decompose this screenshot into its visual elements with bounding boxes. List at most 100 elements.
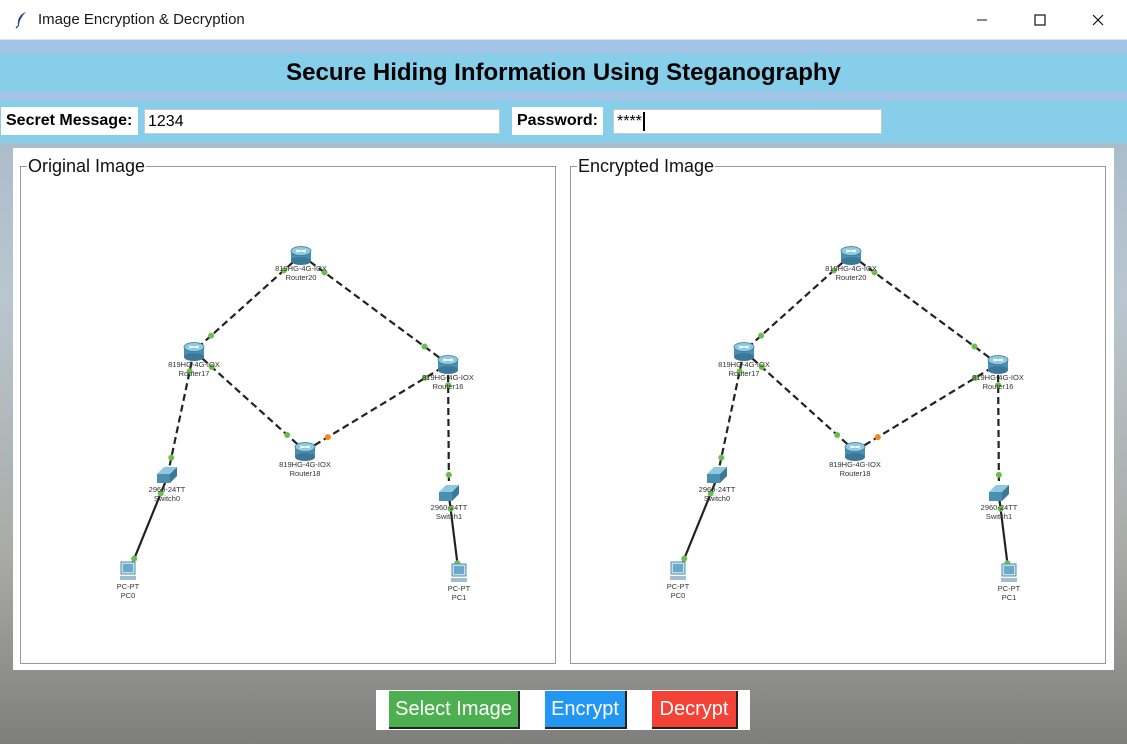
- device-model-label: PC-PT: [998, 584, 1021, 593]
- maximize-button[interactable]: [1011, 0, 1069, 40]
- device-name-label: Router20: [836, 273, 867, 282]
- maximize-icon: [1034, 14, 1046, 26]
- router-icon: [840, 246, 862, 265]
- encrypted-image[interactable]: 819HG-4G-IOXRouter20819HG-4G-IOXRouter17…: [571, 167, 1105, 663]
- link-status-ok-icon: [321, 269, 328, 276]
- router-icon: [290, 246, 312, 265]
- input-row: Secret Message: 1234 Password: ****: [0, 101, 1127, 143]
- link-status-ok-icon: [157, 490, 164, 497]
- device-model-label: 819HG-4G-IOX: [279, 460, 331, 469]
- pc-icon: [120, 561, 136, 580]
- encrypt-button[interactable]: Encrypt: [545, 691, 627, 729]
- device-model-label: PC-PT: [667, 582, 690, 591]
- link-status-ok-icon: [758, 332, 765, 339]
- link-status-ok-icon: [208, 364, 215, 370]
- link-line: [300, 254, 449, 365]
- link-status-ok-icon: [971, 343, 978, 350]
- link-status-ok-icon: [422, 374, 429, 381]
- link-status-ok-icon: [972, 374, 979, 381]
- device-model-label: 819HG-4G-IOX: [829, 460, 881, 469]
- pc-icon: [670, 561, 686, 580]
- close-button[interactable]: [1069, 0, 1127, 40]
- select-image-button[interactable]: Select Image: [389, 691, 520, 729]
- device-name-label: PC1: [1002, 593, 1017, 602]
- link-status-ok-icon: [445, 382, 452, 389]
- device-name-label: Switch1: [436, 512, 462, 521]
- link-line: [850, 254, 999, 365]
- link-status-ok-icon: [421, 343, 428, 350]
- link-status-ok-icon: [186, 368, 193, 375]
- switch-icon: [707, 467, 727, 483]
- window-title: Image Encryption & Decryption: [38, 11, 245, 28]
- device-name-label: Router18: [840, 469, 871, 478]
- link-status-ok-icon: [168, 454, 175, 461]
- original-image[interactable]: 819HG-4G-IOXRouter20819HG-4G-IOXRouter17…: [21, 167, 555, 663]
- router-icon: [844, 442, 866, 461]
- link-status-ok-icon: [718, 454, 725, 461]
- device-name-label: Router17: [179, 369, 210, 378]
- router-icon: [733, 342, 755, 361]
- link-status-ok-icon: [758, 364, 765, 370]
- link-status-ok-icon: [997, 505, 1004, 512]
- device-name-label: Switch0: [154, 494, 180, 503]
- link-status-ok-icon: [280, 267, 287, 274]
- button-bar: Select Image Encrypt Decrypt: [376, 690, 750, 730]
- page-title: Secure Hiding Information Using Steganog…: [286, 58, 841, 86]
- password-label: Password:: [512, 107, 603, 135]
- device-name-label: Router18: [290, 469, 321, 478]
- device-model-label: 2960-24TT: [149, 485, 186, 494]
- link-status-ok-icon: [871, 269, 878, 276]
- link-status-ok-icon: [445, 471, 452, 478]
- device-model-label: 819HG-4G-IOX: [972, 373, 1024, 382]
- password-value: ****: [617, 112, 642, 130]
- device-model-label: PC-PT: [448, 584, 471, 593]
- router-icon: [987, 355, 1009, 374]
- router-icon: [437, 355, 459, 374]
- link-status-ok-icon: [995, 382, 1002, 389]
- close-icon: [1092, 14, 1104, 26]
- device-model-label: 819HG-4G-IOX: [825, 264, 877, 273]
- link-status-ok-icon: [736, 368, 743, 375]
- device-model-label: 819HG-4G-IOX: [275, 264, 327, 273]
- router-icon: [183, 342, 205, 361]
- device-name-label: PC0: [121, 591, 136, 600]
- device-model-label: 2960-24TT: [699, 485, 736, 494]
- device-name-label: Router20: [286, 273, 317, 282]
- device-name-label: Router16: [433, 382, 464, 391]
- password-input[interactable]: ****: [613, 109, 882, 134]
- device-name-label: Switch0: [704, 494, 730, 503]
- link-status-ok-icon: [681, 555, 688, 562]
- link-status-ok-icon: [707, 490, 714, 497]
- secret-message-input[interactable]: 1234: [144, 109, 500, 134]
- switch-icon: [439, 485, 459, 501]
- secret-message-label: Secret Message:: [1, 107, 138, 135]
- decrypt-button[interactable]: Decrypt: [652, 691, 738, 729]
- minimize-button[interactable]: [953, 0, 1011, 40]
- link-status-ok-icon: [447, 505, 454, 512]
- pc-icon: [1001, 563, 1017, 582]
- header-band: Secure Hiding Information Using Steganog…: [0, 40, 1127, 101]
- device-name-label: PC1: [452, 593, 467, 602]
- link-status-ok-icon: [834, 432, 841, 438]
- device-model-label: 2960-24TT: [981, 503, 1018, 512]
- link-status-warn-icon: [874, 434, 881, 441]
- switch-icon: [157, 467, 177, 483]
- text-caret: [642, 112, 645, 131]
- link-status-warn-icon: [324, 434, 331, 441]
- device-model-label: 2960-24TT: [431, 503, 468, 512]
- link-status-ok-icon: [284, 432, 291, 438]
- device-name-label: Router16: [983, 382, 1014, 391]
- encrypted-image-label: Encrypted Image: [577, 156, 716, 176]
